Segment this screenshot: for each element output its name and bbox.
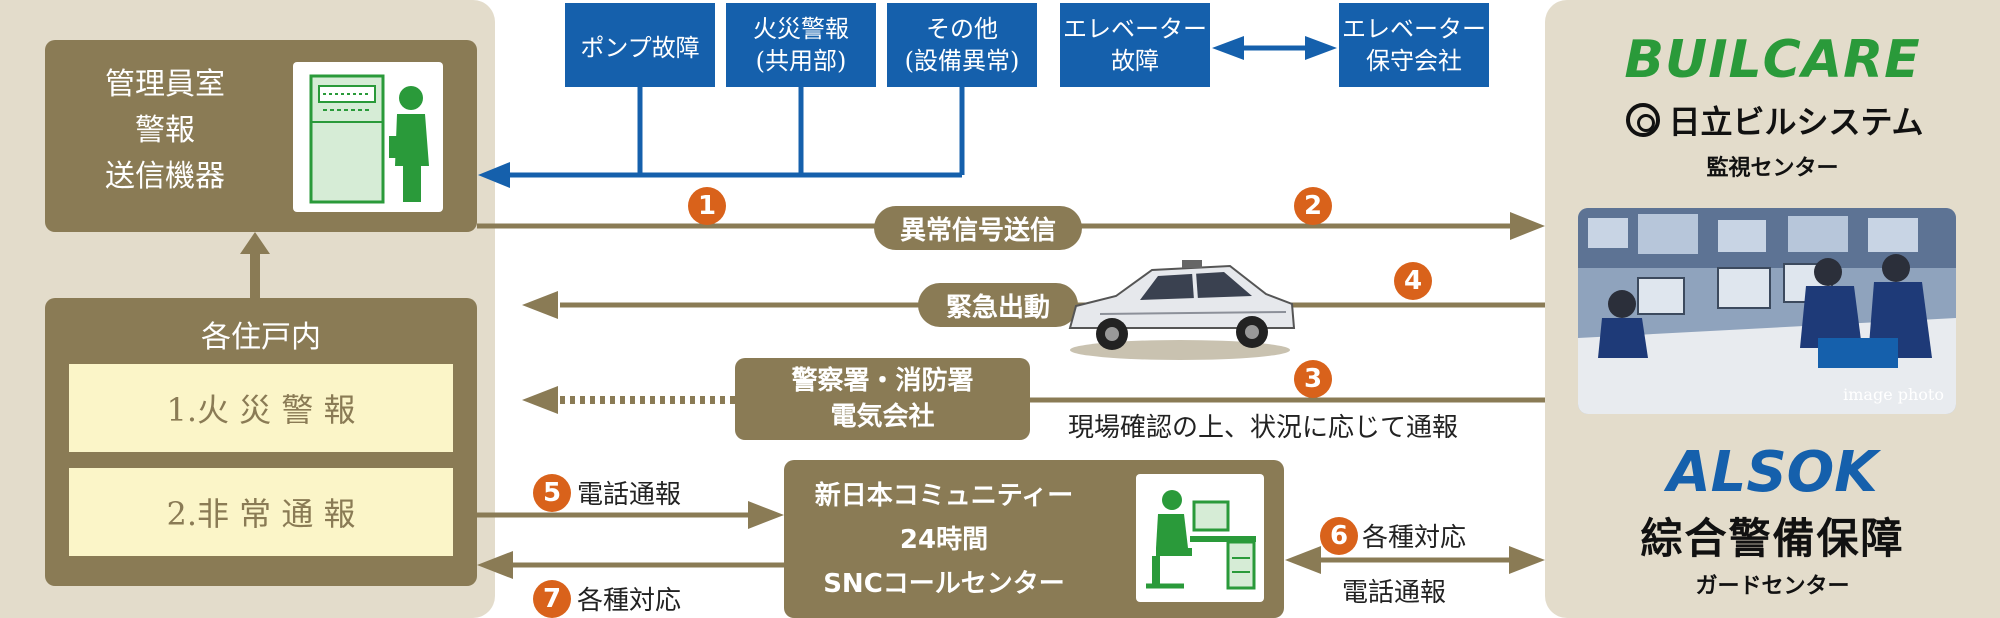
alsok-logo: ALSOK xyxy=(1667,440,1878,505)
fire-line-1: 火災警報 xyxy=(753,15,849,43)
badge-4: 4 xyxy=(1394,262,1432,300)
police-line-1: 警察署・消防署 xyxy=(791,366,974,396)
badge-2: 2 xyxy=(1294,187,1332,225)
pump-failure-box: ポンプ故障 xyxy=(565,3,715,87)
patrol-car-icon xyxy=(1060,250,1300,362)
hitachi-emblem-icon xyxy=(1626,103,1661,137)
builcare-logo: BUILCARE xyxy=(1624,30,1921,90)
admin-line-2: 警報 xyxy=(135,113,195,148)
photo-caption: image photo xyxy=(1843,385,1944,404)
badge-3: 3 xyxy=(1294,360,1332,398)
fire-alarm-common-box: 火災警報 (共用部) xyxy=(726,3,876,87)
badge-6: 6 xyxy=(1320,517,1358,555)
household-title: 各住戸内 xyxy=(201,320,321,355)
right-various-label: 各種対応 xyxy=(1362,523,1467,553)
elevator-failure-box: エレベーター 故障 xyxy=(1060,3,1210,87)
badge-5: 5 xyxy=(533,474,571,512)
hitachi-logo: 日立ビルシステム xyxy=(1620,98,1930,142)
signal-label: 異常信号送信 xyxy=(874,206,1082,250)
other-equipment-box: その他 (設備異常) xyxy=(887,3,1037,87)
guard-center-label: ガードセンター xyxy=(1695,574,1850,599)
up-arrow xyxy=(240,232,270,300)
item-emergency-call: 2.非 常 通 報 xyxy=(69,468,453,556)
elevator-line-1: エレベーター xyxy=(1063,15,1207,43)
alarm-panel-person-icon xyxy=(293,62,443,212)
elevcompany-line-2: 保守会社 xyxy=(1366,47,1462,75)
other-line-2: (設備異常) xyxy=(904,47,1020,75)
elevcompany-line-1: エレベーター xyxy=(1342,15,1486,43)
fire-line-2: (共用部) xyxy=(755,47,847,75)
police-line-2: 電気会社 xyxy=(830,402,935,432)
right-phone-label: 電話通報 xyxy=(1342,578,1447,608)
other-line-1: その他 xyxy=(926,15,998,43)
monitor-center-label: 監視センター xyxy=(1706,156,1839,181)
elevator-company-box: エレベーター 保守会社 xyxy=(1339,3,1489,87)
operator-desk-icon xyxy=(1136,474,1264,602)
snc-line-1: 新日本コミュニティー xyxy=(814,481,1074,511)
badge-7: 7 xyxy=(533,580,571,618)
police-fire-box: 警察署・消防署 電気会社 xyxy=(735,358,1030,440)
admin-alarm-box: 管理員室 警報 送信機器 xyxy=(45,40,477,232)
snc-line-2: 24時間 xyxy=(899,525,989,555)
badge-1: 1 xyxy=(688,187,726,225)
confirm-text: 現場確認の上、状況に応じて通報 xyxy=(1068,413,1459,443)
item-fire-alarm: 1.火 災 警 報 xyxy=(69,364,453,452)
hitachi-logo-text: 日立ビルシステム xyxy=(1668,103,1924,141)
admin-line-1: 管理員室 xyxy=(105,67,225,102)
household-box: 各住戸内 1.火 災 警 報 2.非 常 通 報 xyxy=(45,298,477,586)
admin-line-3: 送信機器 xyxy=(105,159,225,194)
snc-line-3: SNCコールセンター xyxy=(823,569,1065,599)
monitoring-room-photo: image photo xyxy=(1578,208,1956,414)
snc-call-center-box: 新日本コミュニティー 24時間 SNCコールセンター xyxy=(784,460,1284,618)
elevator-line-2: 故障 xyxy=(1111,47,1159,75)
phone-report-label: 電話通報 xyxy=(577,480,682,510)
various-response-label: 各種対応 xyxy=(577,586,682,616)
alsok-jp-name: 綜合警備保障 xyxy=(1640,514,1905,563)
dispatch-label: 緊急出動 xyxy=(918,283,1078,327)
